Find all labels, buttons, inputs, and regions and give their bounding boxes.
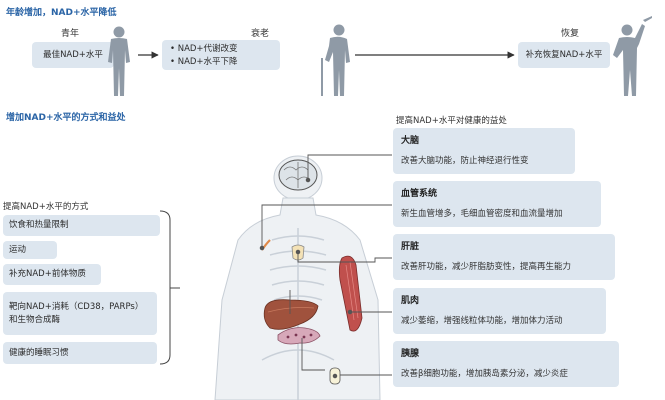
aging-item: • NAD+水平下降 <box>170 57 238 67</box>
benefit-desc: 减少萎缩，增强线粒体功能，增加体力活动 <box>401 316 563 326</box>
benefit-liver: 肝脏 改善肝功能，减少肝脂肪变性，提高再生能力 <box>393 234 615 280</box>
benefit-desc: 改善β细胞功能，增加胰岛素分泌，减少炎症 <box>401 369 568 379</box>
aging-section-title: 年龄增加，NAD+水平降低 <box>6 8 117 18</box>
cheering-elder-icon <box>613 16 652 96</box>
benefit-title: 大脑 <box>401 136 420 146</box>
benefit-desc: 改善肝功能，减少肝脂肪变性，提高再生能力 <box>401 262 572 272</box>
benefit-muscle: 肌肉 减少萎缩，增强线粒体功能，增加体力活动 <box>393 288 606 334</box>
benefits-label: 提高NAD+水平对健康的益处 <box>396 116 507 126</box>
method-precursor: 补充NAD+前体物质 <box>3 264 101 285</box>
pancreas-icon <box>277 327 321 345</box>
benefit-title: 胰腺 <box>401 349 420 359</box>
liver-icon <box>263 299 319 330</box>
method-diet: 饮食和热量限制 <box>3 215 160 236</box>
methods-bracket <box>159 210 171 365</box>
benefit-connectors <box>259 154 392 379</box>
benefit-desc: 改善大脑功能，防止神经退行性变 <box>401 156 529 166</box>
muscle-icon <box>338 255 363 332</box>
body-silhouette-icon <box>214 155 381 400</box>
aging-nad-box: • NAD+代谢改变 • NAD+水平下降 <box>162 40 280 70</box>
stage-recovery-label: 恢复 <box>560 29 579 39</box>
ways-section-title: 增加NAD+水平的方式和益处 <box>6 113 126 123</box>
vessel-icon <box>261 239 271 251</box>
benefit-title: 肌肉 <box>401 296 420 306</box>
benefit-vascular: 血管系统 新生血管增多，毛细血管密度和血流量增加 <box>393 181 601 227</box>
method-exercise: 运动 <box>3 241 57 259</box>
method-sleep: 健康的睡眠习惯 <box>3 342 157 364</box>
benefit-desc: 新生血管增多，毛细血管密度和血流量增加 <box>401 209 563 219</box>
organ-icon <box>291 244 305 261</box>
benefit-pancreas: 胰腺 改善β细胞功能，增加胰岛素分泌，减少炎症 <box>393 341 619 387</box>
brain-icon <box>278 159 318 191</box>
benefit-title: 血管系统 <box>401 189 438 199</box>
pancreas-islet-icon <box>329 367 341 385</box>
young-nad-box: 最佳NAD+水平 <box>32 42 114 68</box>
stage-aging-label: 衰老 <box>250 29 269 39</box>
recovery-nad-box: 补充恢复NAD+水平 <box>518 42 610 68</box>
stage-young-label: 青年 <box>60 29 79 39</box>
benefit-brain: 大脑 改善大脑功能，防止神经退行性变 <box>393 128 575 174</box>
methods-label: 提高NAD+水平的方式 <box>3 202 89 212</box>
elderly-with-cane-icon <box>321 24 350 96</box>
benefit-title: 肝脏 <box>401 242 420 252</box>
aging-item: • NAD+代谢改变 <box>170 44 238 54</box>
method-target-enzymes: 靶向NAD+消耗（CD38，PARPs） 和生物合成酶 <box>3 292 157 335</box>
